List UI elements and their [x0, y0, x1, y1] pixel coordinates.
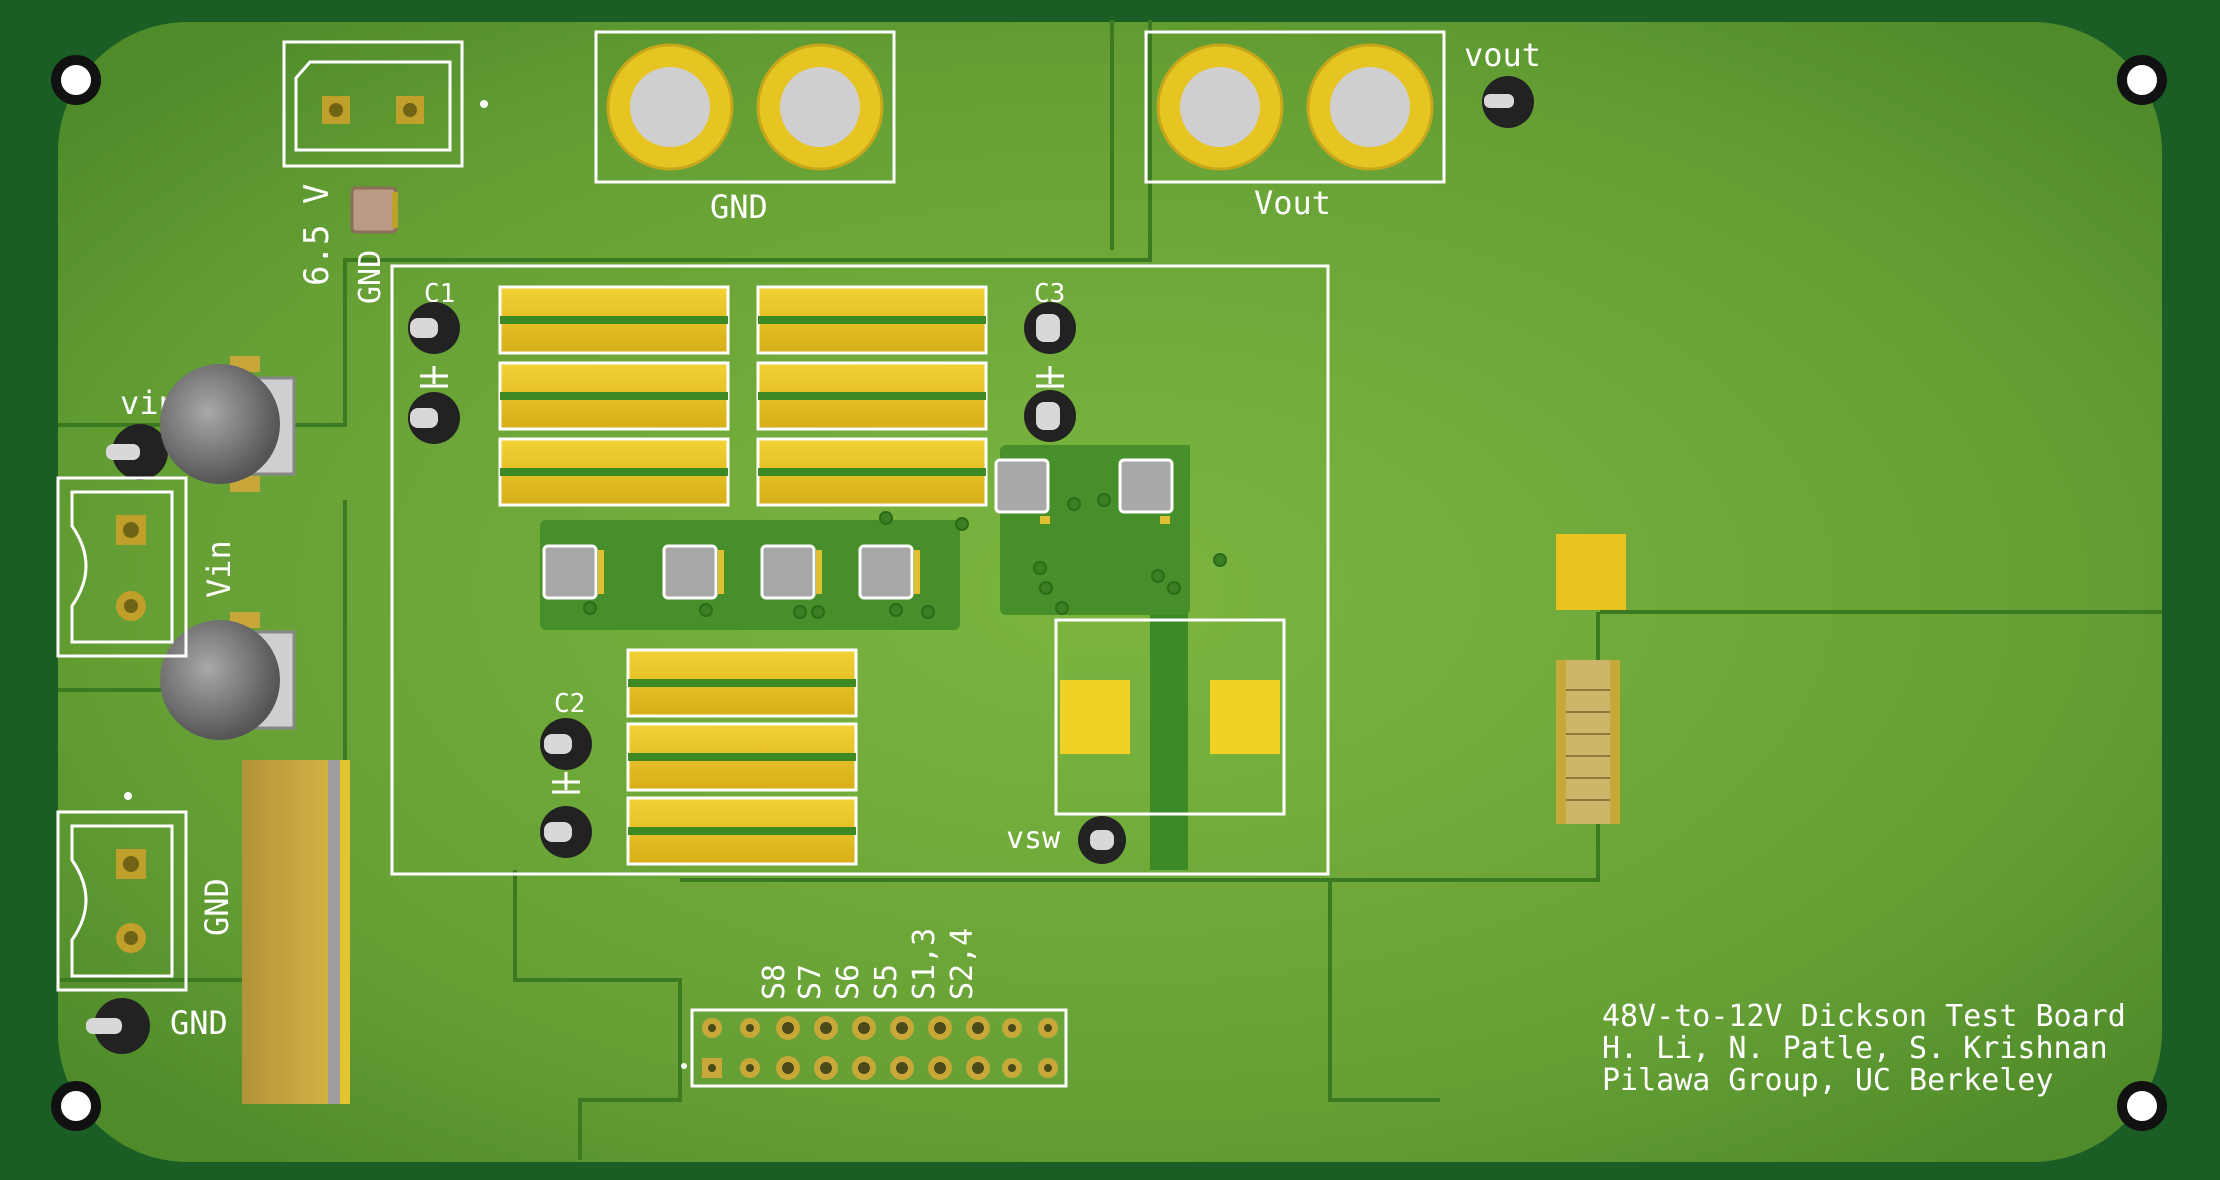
vout-probe-label: vout: [1464, 36, 1541, 74]
vin-connector-label: Vin: [200, 540, 238, 598]
output-inductor-footprint: [1054, 618, 1286, 816]
vsw-test-point: [1078, 816, 1126, 864]
output-pad: [1556, 534, 1626, 610]
header-pin-labels: S8 S7 S6 S5 S1,3 S2,4: [757, 928, 980, 1000]
pin-label-s5: S5: [869, 964, 904, 1000]
vin-test-point: [106, 424, 168, 480]
gate-drive-header: [681, 1008, 1068, 1088]
board-affiliation: Pilawa Group, UC Berkeley: [1602, 1063, 2054, 1098]
pin-label-s24: S2,4: [945, 928, 980, 1000]
gnd-banana-connector: [594, 30, 896, 184]
board-title: 48V-to-12V Dickson Test Board: [1602, 999, 2126, 1034]
input-electrolytic-cap-2: [160, 612, 296, 740]
vias: [583, 493, 1227, 619]
c3-test-points: [1024, 302, 1076, 442]
aux-capacitor: [350, 186, 398, 234]
flying-cap-bank-a: [498, 285, 730, 507]
vsw-label: vsw: [1006, 821, 1061, 856]
flying-cap-bank-c: [626, 648, 858, 866]
pin-label-s8: S8: [757, 964, 792, 1000]
power-stage-outline: [390, 264, 1330, 876]
c1-test-points: [408, 302, 460, 444]
gnd-top-label: GND: [710, 188, 768, 226]
pin-label-s6: S6: [831, 964, 866, 1000]
c2-test-points: [540, 718, 592, 858]
flying-cap-bank-b: [756, 285, 988, 507]
vin-terminal-block: [56, 476, 188, 658]
board-title-block: 48V-to-12V Dickson Test Board H. Li, N. …: [1602, 999, 2126, 1098]
board-authors: H. Li, N. Patle, S. Krishnan: [1602, 1031, 2108, 1066]
pin-label-s13: S1,3: [907, 928, 942, 1000]
vout-connector-label: Vout: [1254, 184, 1331, 222]
switch-fets: [542, 458, 1174, 600]
aux-gnd-label: GND: [353, 250, 388, 304]
gnd-test-point: [86, 998, 150, 1054]
aux-connector: [282, 40, 488, 168]
gnd-probe-label: GND: [170, 1004, 228, 1042]
output-capacitor: [1556, 660, 1620, 824]
vout-banana-connector: [1144, 30, 1446, 184]
pin-label-s7: S7: [793, 964, 828, 1000]
input-electrolytic-cap-1: [160, 356, 296, 492]
vout-test-point: [1482, 76, 1534, 128]
c2-label: C2: [554, 689, 585, 719]
mounting-holes: [51, 55, 2167, 1131]
gnd-terminal-block: [56, 792, 188, 992]
aux-voltage-label: 6.5 V: [297, 184, 337, 286]
gnd-connector-label: GND: [198, 878, 236, 936]
fet-pins: [598, 516, 1170, 594]
input-inductor: [242, 760, 350, 1104]
